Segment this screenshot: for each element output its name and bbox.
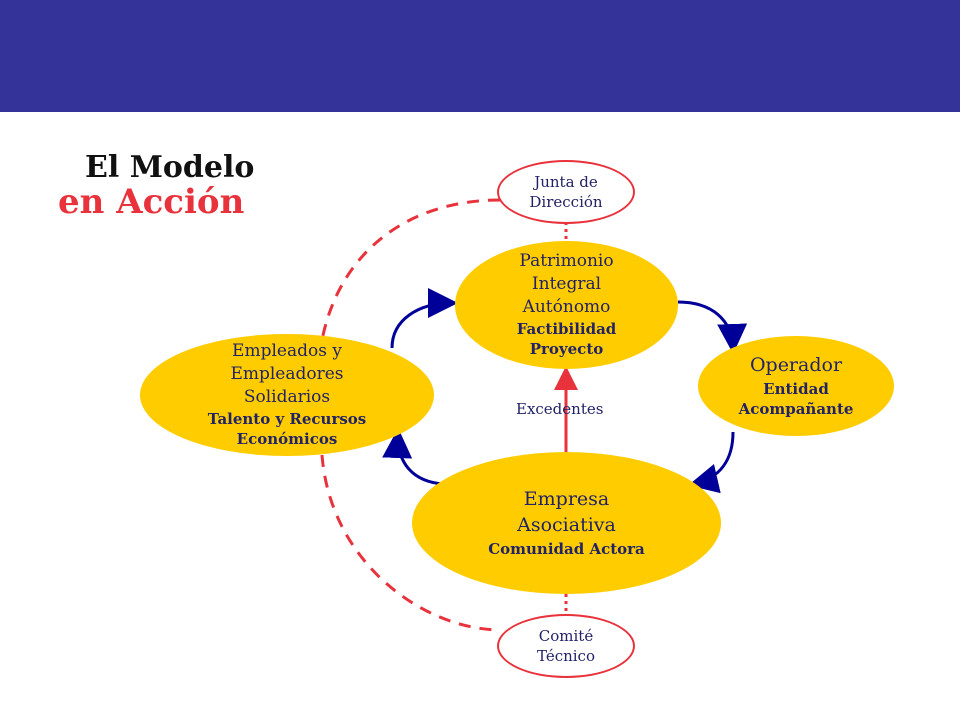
title-line-2: en Acción: [58, 182, 245, 222]
arrow-patrimonio-to-operador: [677, 300, 748, 354]
dashed-link-junta-empleados: [320, 198, 501, 341]
arrow-empleados-to-patrimonio: [390, 288, 458, 349]
patrimonio-line-4: Factibilidad: [516, 320, 617, 339]
title-line-1: El Modelo: [85, 150, 255, 185]
empleados-line-2: Empleadores: [230, 364, 344, 385]
node-operador: Operador Entidad Acompañante: [698, 336, 894, 436]
comite-line-2: Técnico: [536, 647, 595, 665]
patrimonio-line-5: Proyecto: [529, 340, 604, 359]
patrimonio-line-2: Integral: [531, 274, 602, 295]
patrimonio-line-1: Patrimonio: [519, 251, 614, 272]
node-empleados: Empleados y Empleadores Solidarios Talen…: [140, 334, 434, 456]
operador-line-1: Operador: [749, 353, 843, 376]
arrow-empresa-to-empleados: [382, 428, 445, 486]
comite-line-1: Comité: [538, 626, 594, 645]
operador-line-2: Entidad: [763, 379, 829, 398]
dashed-link-empleados-comite: [320, 454, 499, 632]
node-patrimonio: Patrimonio Integral Autónomo Factibilida…: [455, 241, 678, 369]
node-empresa: Empresa Asociativa Comunidad Actora: [412, 452, 721, 594]
empresa-line-1: Empresa: [523, 488, 610, 511]
label-excedentes: Excedentes: [516, 400, 604, 418]
node-junta-de-direccion: Junta de Dirección: [497, 160, 635, 224]
arrow-operador-to-empresa: [688, 431, 735, 494]
empresa-line-2: Asociativa: [517, 513, 616, 536]
empresa-line-3: Comunidad Actora: [488, 539, 645, 558]
junta-line-2: Dirección: [529, 193, 603, 211]
node-comite-tecnico: Comité Técnico: [497, 614, 635, 678]
patrimonio-line-3: Autónomo: [522, 297, 611, 318]
empleados-line-1: Empleados y: [232, 341, 342, 362]
header-bar: [0, 0, 960, 112]
empleados-line-4: Talento y Recursos: [207, 410, 367, 429]
operador-line-3: Acompañante: [738, 399, 854, 418]
junta-line-1: Junta de: [534, 172, 598, 191]
empleados-line-3: Solidarios: [243, 387, 331, 408]
empleados-line-5: Económicos: [236, 430, 338, 449]
